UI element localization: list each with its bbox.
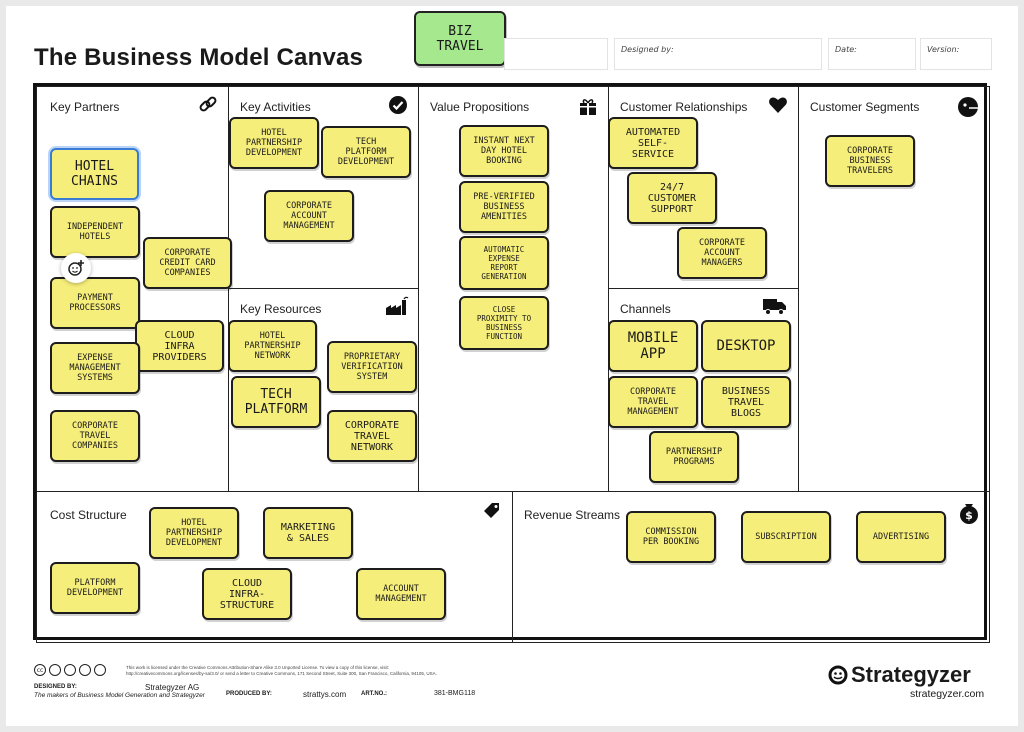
sticky-cost-platform-development[interactable]: PLATFORM DEVELOPMENT (50, 562, 140, 614)
designed-by-field[interactable]: Designed by: (614, 38, 822, 70)
sticky-cost-account-management[interactable]: ACCOUNT MANAGEMENT (356, 568, 446, 620)
sticky-corporate-credit-card[interactable]: CORPORATE CREDIT CARD COMPANIES (143, 237, 232, 289)
attribution-icon (49, 664, 61, 676)
cc-license-icons: cc (34, 664, 106, 676)
face-icon (958, 97, 978, 117)
sticky-payment-processors[interactable]: PAYMENT PROCESSORS (50, 277, 140, 329)
tag-icon (484, 503, 499, 518)
designed-by-label: Designed by: (621, 45, 674, 54)
designed-by-value: Strategyzer AG (145, 683, 200, 692)
art-no-value: 381-BMG118 (434, 690, 476, 697)
customer-relationships-title: Customer Relationships (620, 100, 748, 114)
sticky-corporate-travel-management[interactable]: CORPORATE TRAVEL MANAGEMENT (608, 376, 698, 428)
key-partners-title: Key Partners (50, 100, 120, 114)
sticky-cloud-infra-providers[interactable]: CLOUD INFRA PROVIDERS (135, 320, 224, 372)
sticky-hotel-chains[interactable]: HOTEL CHAINS (50, 148, 139, 200)
cost-structure-title: Cost Structure (50, 508, 127, 522)
produced-by-value: strattys.com (303, 690, 347, 699)
produced-by-label: PRODUCED BY: (226, 691, 272, 697)
sticky-tech-platform-development[interactable]: TECH PLATFORM DEVELOPMENT (321, 126, 411, 178)
channels-title: Channels (620, 302, 671, 316)
sticky-business-travel-blogs[interactable]: BUSINESS TRAVEL BLOGS (701, 376, 791, 428)
strategyzer-logo-icon (828, 665, 848, 685)
sticky-customer-support[interactable]: 24/7 CUSTOMER SUPPORT (627, 172, 717, 224)
factory-icon (386, 296, 409, 315)
sticky-expense-report[interactable]: AUTOMATIC EXPENSE REPORT GENERATION (459, 236, 549, 290)
sticky-corporate-travel-companies[interactable]: CORPORATE TRAVEL COMPANIES (50, 410, 140, 462)
sticky-corporate-account-managers[interactable]: CORPORATE ACCOUNT MANAGERS (677, 227, 767, 279)
svg-text:$: $ (965, 509, 973, 522)
business-model-canvas: Key Partners Key Activities Key Resource… (33, 83, 990, 643)
sticky-automated-self-service[interactable]: AUTOMATED SELF- SERVICE (608, 117, 698, 169)
art-no-label: ART.NO.: (361, 691, 387, 697)
brand-name: Strategyzer (851, 662, 971, 687)
sticky-instant-booking[interactable]: INSTANT NEXT DAY HOTEL BOOKING (459, 125, 549, 177)
sticky-cost-cloud-infrastructure[interactable]: CLOUD INFRA- STRUCTURE (202, 568, 292, 620)
add-emoji-icon (68, 260, 84, 276)
sticky-advertising[interactable]: ADVERTISING (856, 511, 946, 563)
designed-for-field[interactable] (504, 38, 608, 70)
share-alike-icon (64, 664, 76, 676)
cc-icon: cc (34, 664, 46, 676)
customer-segments-title: Customer Segments (810, 100, 920, 114)
sticky-hotel-partnership-development[interactable]: HOTEL PARTNERSHIP DEVELOPMENT (229, 117, 319, 169)
license-url[interactable]: http://creativecommons.org/licenses/by-s… (126, 671, 437, 676)
license-text: This work is licensed under the Creative… (126, 665, 390, 670)
key-activities-title: Key Activities (240, 100, 311, 114)
sticky-corporate-account-management[interactable]: CORPORATE ACCOUNT MANAGEMENT (264, 190, 354, 242)
heart-icon (769, 97, 787, 113)
sticky-cost-hotel-partnership[interactable]: HOTEL PARTNERSHIP DEVELOPMENT (149, 507, 239, 559)
version-label: Version: (927, 45, 960, 54)
truck-icon (763, 299, 786, 315)
sticky-desktop[interactable]: DESKTOP (701, 320, 791, 372)
brand-url[interactable]: strategyzer.com (910, 688, 985, 700)
sticky-corporate-business-travelers[interactable]: CORPORATE BUSINESS TRAVELERS (825, 135, 915, 187)
sticky-subscription[interactable]: SUBSCRIPTION (741, 511, 831, 563)
sticky-mobile-app[interactable]: MOBILE APP (608, 320, 698, 372)
sticky-expense-management[interactable]: EXPENSE MANAGEMENT SYSTEMS (50, 342, 140, 394)
sticky-cost-marketing-sales[interactable]: MARKETING & SALES (263, 507, 353, 559)
add-sticker-button[interactable] (61, 253, 91, 283)
sticky-hotel-partnership-network[interactable]: HOTEL PARTNERSHIP NETWORK (228, 320, 317, 372)
strategyzer-logo: Strategyzer (828, 662, 971, 688)
sticky-corporate-travel-network[interactable]: CORPORATE TRAVEL NETWORK (327, 410, 417, 462)
page-title: The Business Model Canvas (34, 44, 364, 71)
money-bag-icon: $ (960, 504, 978, 524)
date-field[interactable]: Date: (828, 38, 916, 70)
check-icon (389, 96, 407, 114)
sticky-commission-per-booking[interactable]: COMMISSION PER BOOKING (626, 511, 716, 563)
value-propositions-title: Value Propositions (430, 100, 530, 114)
version-field[interactable]: Version: (920, 38, 992, 70)
sticky-close-proximity[interactable]: CLOSE PROXIMITY TO BUSINESS FUNCTION (459, 296, 549, 350)
sticky-partnership-programs[interactable]: PARTNERSHIP PROGRAMS (649, 431, 739, 483)
block-revenue-streams (512, 491, 990, 643)
designed-by-label: DESIGNED BY: (34, 684, 77, 690)
link-icon (199, 96, 217, 112)
makers-text: The makers of Business Model Generation … (34, 692, 205, 699)
biz-travel-note[interactable]: BIZ TRAVEL (414, 11, 506, 66)
date-label: Date: (835, 45, 857, 54)
sticky-independent-hotels[interactable]: INDEPENDENT HOTELS (50, 206, 140, 258)
sticky-tech-platform[interactable]: TECH PLATFORM (231, 376, 321, 428)
sticky-preverified-amenities[interactable]: PRE-VERIFIED BUSINESS AMENITIES (459, 181, 549, 233)
noncommercial-icon (79, 664, 91, 676)
sticky-proprietary-verification[interactable]: PROPRIETARY VERIFICATION SYSTEM (327, 341, 417, 393)
revenue-streams-title: Revenue Streams (524, 508, 621, 522)
key-resources-title: Key Resources (240, 302, 322, 316)
info-icon (94, 664, 106, 676)
gift-icon (580, 99, 596, 115)
